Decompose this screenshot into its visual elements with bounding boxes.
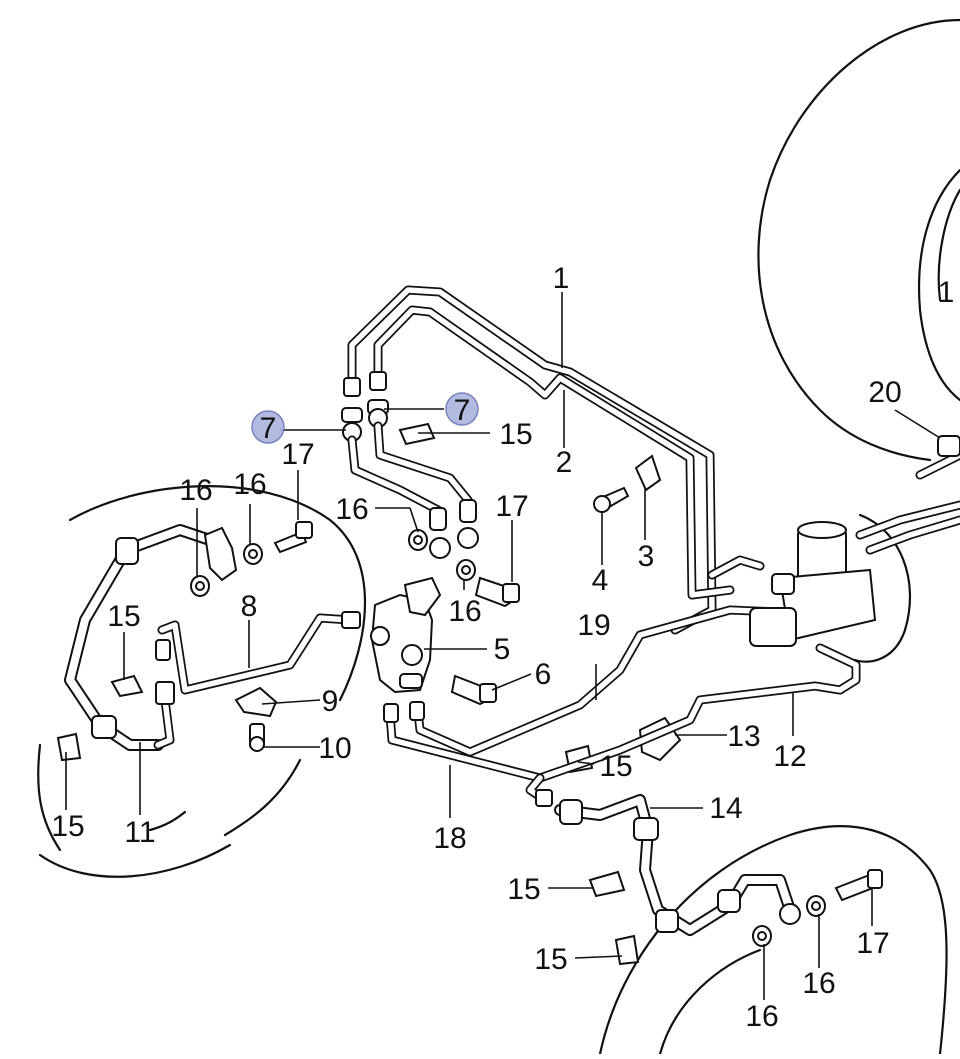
bracket-and-bleeder bbox=[234, 686, 278, 752]
master-cylinder bbox=[749, 435, 960, 663]
pipe-flare-nuts bbox=[341, 371, 389, 442]
callout-6: 6 bbox=[535, 658, 552, 691]
callout-15d: 15 bbox=[599, 750, 632, 783]
callout-12: 12 bbox=[773, 740, 806, 773]
callout-7b: 7 bbox=[454, 394, 471, 427]
proportioning-valve bbox=[370, 576, 442, 694]
callout-14: 14 bbox=[709, 792, 742, 825]
callout-15f: 15 bbox=[534, 943, 567, 976]
callout-16f: 16 bbox=[802, 967, 835, 1000]
callout-15b: 15 bbox=[107, 600, 140, 633]
callout-13: 13 bbox=[727, 720, 760, 753]
callout-16b: 16 bbox=[233, 468, 266, 501]
hoses-to-proportioning-valve bbox=[347, 421, 479, 559]
callout-16c: 16 bbox=[335, 493, 368, 526]
brake-pipe-1-2 bbox=[347, 285, 765, 635]
callout-9: 9 bbox=[322, 685, 339, 718]
callout-2: 2 bbox=[556, 446, 573, 479]
callout-16d: 16 bbox=[448, 595, 481, 628]
callout-8: 8 bbox=[241, 590, 258, 623]
left-front-disc-outline bbox=[37, 485, 366, 878]
bolts bbox=[273, 486, 883, 902]
rear-disc-outline bbox=[598, 825, 948, 1056]
callout-3: 3 bbox=[638, 540, 655, 573]
callout-20: 20 bbox=[868, 376, 901, 409]
callout-17a: 17 bbox=[281, 438, 314, 471]
callout-7a: 7 bbox=[260, 412, 277, 445]
callout-17b: 17 bbox=[495, 490, 528, 523]
right-front-tire bbox=[757, 18, 960, 462]
washers bbox=[190, 529, 826, 947]
callout-11: 11 bbox=[124, 816, 155, 849]
callout-18: 18 bbox=[433, 822, 466, 855]
rear-pipes bbox=[383, 605, 861, 805]
rear-brake-hose bbox=[535, 789, 801, 936]
callout-1: 1 bbox=[553, 262, 570, 295]
callout-16e: 16 bbox=[745, 1000, 778, 1033]
highlight-marker-7b bbox=[445, 392, 479, 426]
left-front-hose-and-pipe bbox=[64, 524, 361, 751]
callout-4: 4 bbox=[592, 564, 609, 597]
callout-16a: 16 bbox=[179, 474, 212, 507]
callout-15a: 15 bbox=[499, 418, 532, 451]
callout-17c: 17 bbox=[856, 927, 889, 960]
callout-19: 19 bbox=[577, 609, 610, 642]
callout-10: 10 bbox=[318, 732, 351, 765]
callout-5: 5 bbox=[494, 633, 511, 666]
callout-1-wheel: 1 bbox=[938, 276, 955, 309]
callout-15e: 15 bbox=[507, 873, 540, 906]
leader-lines bbox=[65, 292, 941, 1000]
callout-15c: 15 bbox=[51, 810, 84, 843]
highlight-marker-7a bbox=[251, 410, 285, 444]
callout-labels: 1 1 2 3 4 5 6 7 7 8 9 10 11 12 13 14 15 … bbox=[51, 262, 954, 1033]
